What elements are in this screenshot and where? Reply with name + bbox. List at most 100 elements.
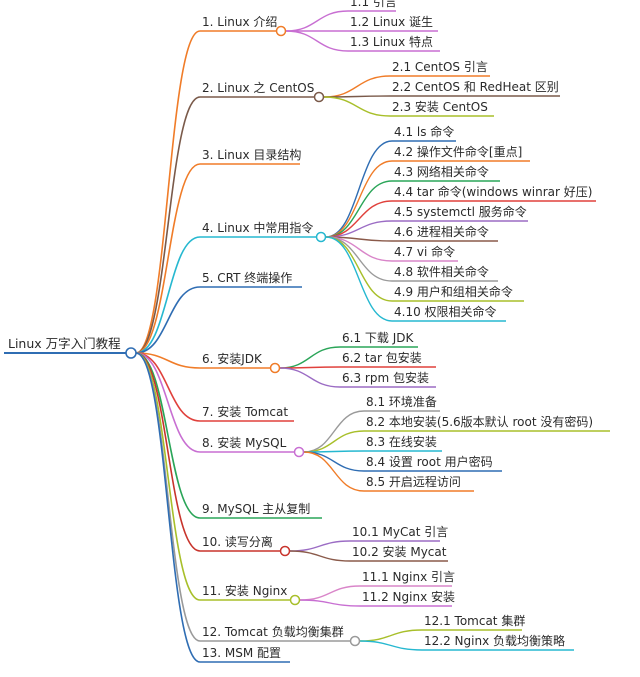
branch-toggle-10-icon[interactable] [279,545,291,557]
child-node-2-2[interactable]: 2.2 CentOS 和 RedHeat 区别 [390,80,560,97]
child-node-4-8[interactable]: 4.8 软件相关命令 [392,264,498,282]
child-node-6-1[interactable]: 6.1 下载 JDK [340,331,418,348]
connector-branch-1-child-3 [285,30,349,52]
child-node-4-2[interactable]: 4.2 操作文件命令[重点] [392,144,530,162]
branch-node-1[interactable]: 1. Linux 介绍 [200,15,277,32]
child-node-1-3[interactable]: 1.3 Linux 特点 [348,34,440,52]
child-node-4-5[interactable]: 4.5 systemctl 服务命令 [392,204,528,222]
connector-branch-4-child-1 [325,140,393,238]
child-node-11-1[interactable]: 11.1 Nginx 引言 [360,570,455,587]
branch-toggle-11-icon[interactable] [289,594,301,606]
branch-node-6[interactable]: 6. 安装JDK [200,351,270,369]
child-label: 4.1 ls 命令 [394,124,454,139]
connector-branch-4-child-9 [325,236,393,302]
branch-label: 13. MSM 配置 [202,646,281,660]
child-node-10-2[interactable]: 10.2 安装 Mycat [350,544,448,562]
connector-branch-10-child-1 [289,540,351,552]
child-label: 4.2 操作文件命令[重点] [394,144,522,159]
root-toggle-icon[interactable] [125,347,137,359]
child-label: 8.1 环境准备 [366,394,437,409]
connector-branch-2-child-3 [323,96,391,117]
child-node-11-2[interactable]: 11.2 Nginx 安装 [360,589,455,607]
child-label: 12.2 Nginx 负载均衡策略 [424,633,565,648]
child-label: 8.5 开启远程访问 [366,474,461,489]
root-node[interactable]: Linux 万字入门教程 [4,336,130,354]
child-node-4-6[interactable]: 4.6 进程相关命令 [392,224,498,242]
child-label: 11.1 Nginx 引言 [362,570,455,584]
connector-branch-8-child-5 [303,451,365,492]
branch-toggle-2-icon[interactable] [313,91,325,103]
connector-branch-8-child-4 [303,451,365,472]
child-label: 4.5 systemctl 服务命令 [394,204,527,219]
connector-layer [135,10,423,663]
connector-root-branch-2 [135,96,201,354]
connector-branch-4-child-3 [325,180,393,238]
branch-node-10[interactable]: 10. 读写分离 [200,534,280,552]
child-label: 6.2 tar 包安装 [342,350,422,365]
branch-label: 5. CRT 终端操作 [202,270,292,285]
child-label: 8.3 在线安装 [366,434,437,449]
child-node-6-2[interactable]: 6.2 tar 包安装 [340,350,436,368]
child-label: 8.4 设置 root 用户密码 [366,454,493,469]
branch-toggle-12-icon[interactable] [349,635,361,647]
child-label: 4.4 tar 命令(windows winrar 好压) [394,184,592,199]
child-node-4-4[interactable]: 4.4 tar 命令(windows winrar 好压) [392,184,596,202]
child-node-4-9[interactable]: 4.9 用户和组相关命令 [392,284,524,302]
child-node-8-5[interactable]: 8.5 开启远程访问 [364,474,474,492]
child-node-2-1[interactable]: 2.1 CentOS 引言 [390,60,490,77]
branch-node-11[interactable]: 11. 安装 Nginx [200,583,290,601]
child-node-4-7[interactable]: 4.7 vi 命令 [392,244,458,262]
root-label: Linux 万字入门教程 [8,336,121,351]
child-node-8-3[interactable]: 8.3 在线安装 [364,434,442,452]
branch-toggle-8-icon[interactable] [293,446,305,458]
branch-node-8[interactable]: 8. 安装 MySQL [200,435,294,453]
child-label: 1.1 引言 [350,0,397,9]
connector-root-branch-5 [135,286,201,354]
child-node-4-3[interactable]: 4.3 网络相关命令 [392,164,500,182]
connector-root-branch-13 [135,352,201,663]
child-label: 1.2 Linux 诞生 [350,15,433,29]
child-node-10-1[interactable]: 10.1 MyCat 引言 [350,525,448,542]
connector-branch-11-child-1 [299,585,361,601]
child-node-6-3[interactable]: 6.3 rpm 包安装 [340,370,436,388]
branch-label: 1. Linux 介绍 [202,15,277,29]
branch-label: 12. Tomcat 负载均衡集群 [202,624,344,639]
child-label: 12.1 Tomcat 集群 [424,613,525,628]
child-label: 2.2 CentOS 和 RedHeat 区别 [392,80,559,94]
branch-node-4[interactable]: 4. Linux 中常用指令 [200,220,316,238]
branch-label: 4. Linux 中常用指令 [202,220,313,235]
child-label: 10.1 MyCat 引言 [352,525,448,539]
child-label: 4.8 软件相关命令 [394,264,489,279]
connector-branch-11-child-2 [299,599,361,607]
branch-toggle-4-icon[interactable] [315,231,327,243]
branch-node-12[interactable]: 12. Tomcat 负载均衡集群 [200,624,350,642]
child-label: 1.3 Linux 特点 [350,34,433,49]
branch-node-7[interactable]: 7. 安装 Tomcat [200,404,294,422]
connector-branch-4-child-4 [325,200,393,238]
child-node-4-1[interactable]: 4.1 ls 命令 [392,124,456,142]
child-node-12-2[interactable]: 12.2 Nginx 负载均衡策略 [422,633,574,651]
connector-branch-12-child-1 [359,629,423,642]
child-node-12-1[interactable]: 12.1 Tomcat 集群 [422,613,525,631]
branch-node-13[interactable]: 13. MSM 配置 [200,646,290,663]
branch-node-2[interactable]: 2. Linux 之 CentOS [200,81,314,98]
child-node-8-2[interactable]: 8.2 本地安装(5.6版本默认 root 没有密码) [364,414,610,432]
child-node-8-4[interactable]: 8.4 设置 root 用户密码 [364,454,502,472]
child-node-8-1[interactable]: 8.1 环境准备 [364,394,440,412]
child-node-4-10[interactable]: 4.10 权限相关命令 [392,304,506,322]
child-label: 11.2 Nginx 安装 [362,589,455,604]
child-node-1-1[interactable]: 1.1 引言 [348,0,397,12]
branch-toggle-6-icon[interactable] [269,362,281,374]
branch-label: 10. 读写分离 [202,534,273,549]
branch-toggle-1-icon[interactable] [275,25,287,37]
branch-node-9[interactable]: 9. MySQL 主从复制 [200,502,322,519]
branch-node-5[interactable]: 5. CRT 终端操作 [200,270,302,288]
connector-root-branch-9 [135,352,201,519]
connector-root-branch-4 [135,236,201,354]
child-label: 4.3 网络相关命令 [394,164,489,179]
child-node-2-3[interactable]: 2.3 安装 CentOS [390,99,494,117]
branch-node-3[interactable]: 3. Linux 目录结构 [200,147,301,165]
child-node-1-2[interactable]: 1.2 Linux 诞生 [348,15,438,32]
